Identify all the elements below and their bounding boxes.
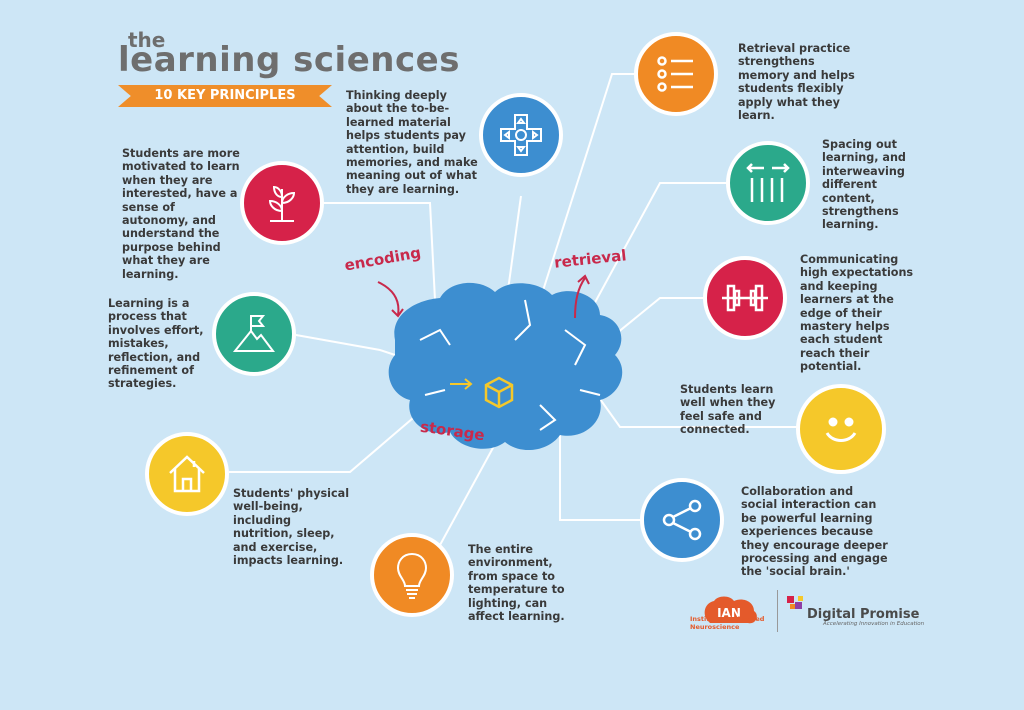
share-icon bbox=[662, 499, 702, 541]
principle-thinking-circle bbox=[479, 93, 563, 177]
lightbulb-icon bbox=[396, 552, 428, 599]
banner-label: 10 KEY PRINCIPLES bbox=[154, 88, 296, 103]
title-prefix: the bbox=[128, 28, 166, 52]
principle-motivation-circle bbox=[240, 161, 324, 245]
brain-shape bbox=[388, 282, 623, 451]
mountain-flag-icon bbox=[232, 315, 275, 352]
dumbbell-icon bbox=[722, 284, 768, 312]
principle-collaboration-text: Collaboration and social interaction can… bbox=[741, 485, 888, 579]
principle-safe-text: Students learn well when they feel safe … bbox=[680, 383, 776, 437]
principle-thinking-text: Thinking deeply about the to-be-learned … bbox=[346, 89, 478, 196]
dpad-icon bbox=[500, 114, 542, 156]
principle-expectations-circle bbox=[703, 256, 787, 340]
principle-environment-text: The entire environment, from space to te… bbox=[468, 543, 565, 624]
house-icon bbox=[169, 455, 205, 493]
principle-retrieval-text: Retrieval practice strengthens memory an… bbox=[738, 42, 855, 123]
spacing-icon bbox=[746, 163, 790, 202]
digital-promise-tagline: Accelerating Innovation in Education bbox=[823, 621, 925, 627]
principle-spacing-text: Spacing out learning, and interweaving d… bbox=[822, 138, 906, 232]
cube-icon bbox=[484, 376, 514, 409]
ian-logo: IAN bbox=[704, 596, 757, 624]
principle-effort-circle bbox=[212, 292, 296, 376]
principle-retrieval-circle bbox=[634, 32, 718, 116]
principle-collaboration-circle bbox=[640, 478, 724, 562]
digital-promise-logo-icon bbox=[787, 596, 803, 609]
ian-name: Institute for Applied Neuroscience bbox=[690, 615, 765, 631]
principle-wellbeing-text: Students' physical well-being, including… bbox=[233, 487, 350, 568]
principles-banner: 10 KEY PRINCIPLES bbox=[118, 85, 332, 107]
principle-motivation-text: Students are more motivated to learn whe… bbox=[122, 147, 240, 281]
plant-icon bbox=[268, 185, 296, 222]
ian-logo-letters: IAN bbox=[717, 606, 741, 620]
digital-promise-name: Digital Promise bbox=[807, 607, 920, 622]
principle-wellbeing-circle bbox=[145, 432, 229, 516]
principle-environment-circle bbox=[370, 533, 454, 617]
page-title: learning sciences bbox=[118, 40, 460, 80]
footer-divider bbox=[777, 590, 778, 632]
principle-safe-circle bbox=[796, 384, 886, 474]
checklist-icon bbox=[657, 56, 693, 92]
smiley-icon bbox=[825, 417, 857, 442]
principle-expectations-text: Communicating high expectations and keep… bbox=[800, 253, 914, 374]
principle-spacing-circle bbox=[726, 141, 810, 225]
principle-effort-text: Learning is a process that involves effo… bbox=[108, 297, 204, 391]
